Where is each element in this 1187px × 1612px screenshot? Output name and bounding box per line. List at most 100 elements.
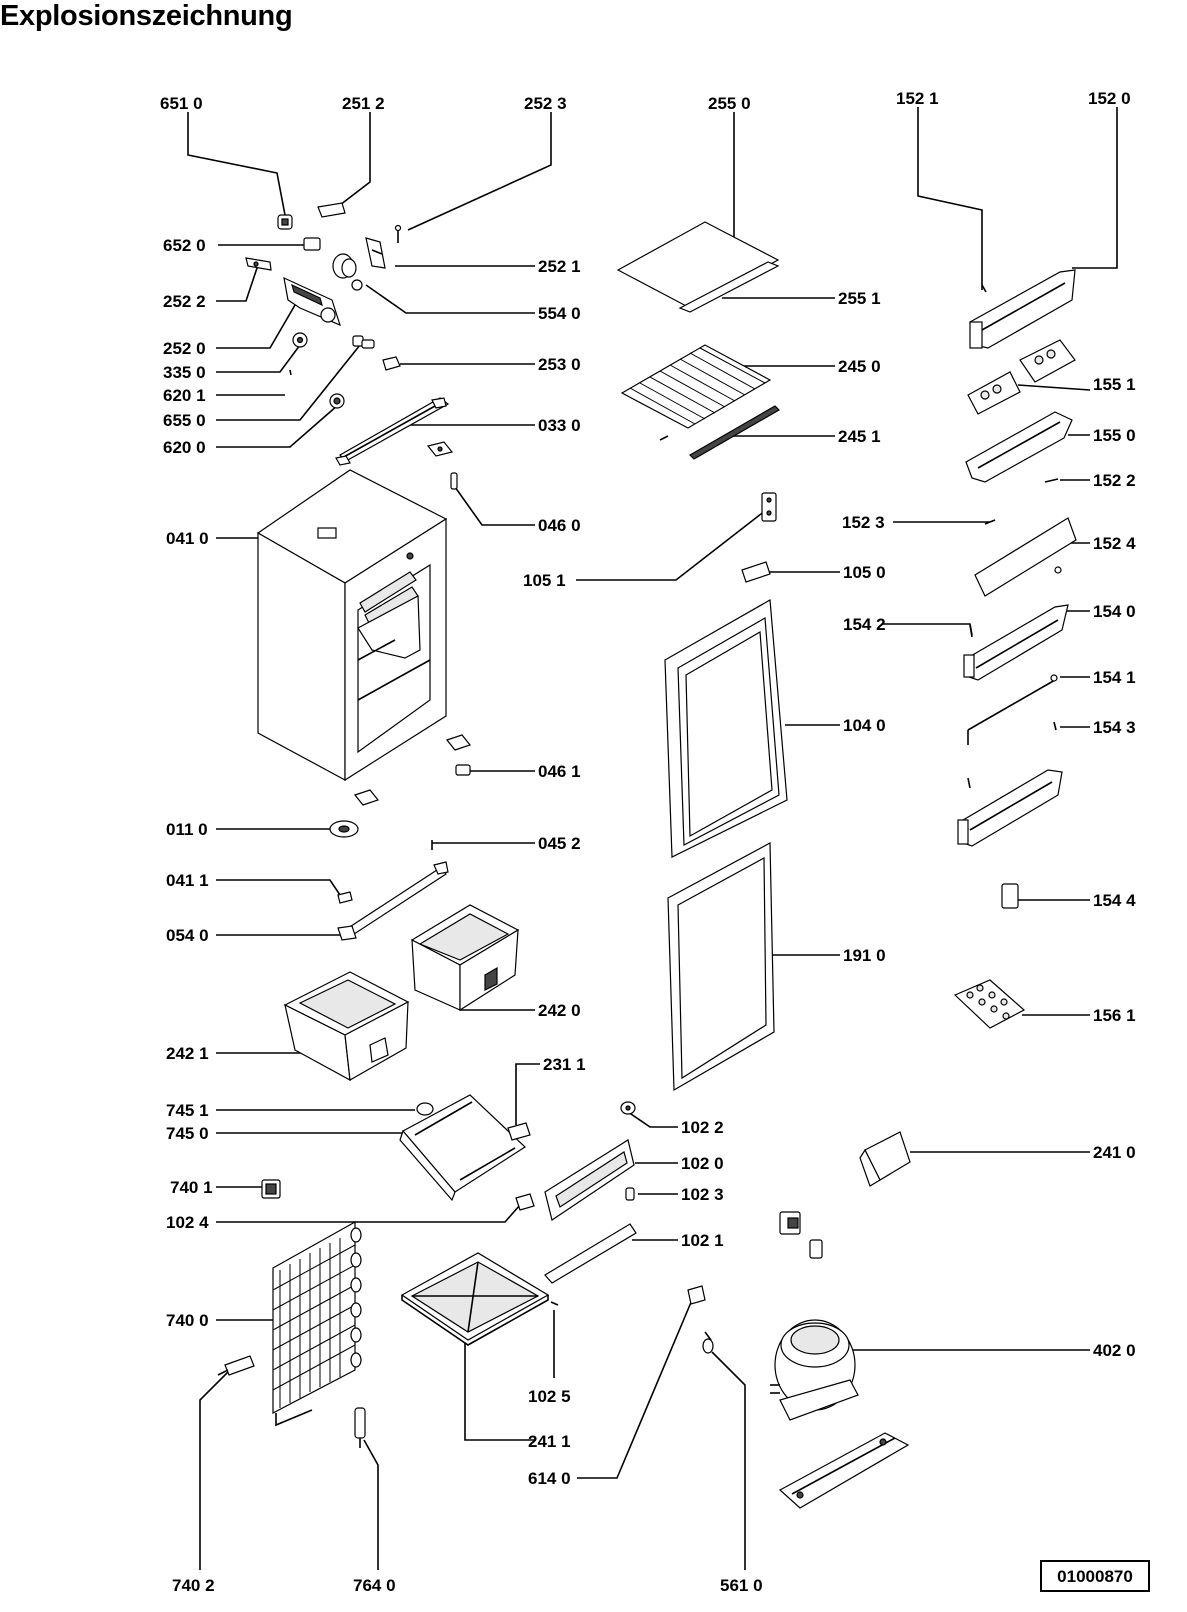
part-554-0-lampholder <box>332 253 363 291</box>
part-252-3-screw <box>394 224 402 243</box>
part-402-0-compressor <box>770 1319 859 1421</box>
label-152-1: 152 1 <box>896 89 939 108</box>
leader-6510 <box>187 112 286 216</box>
part-745-0-tray <box>399 1094 526 1202</box>
part-561-0-spring <box>702 1331 714 1354</box>
leader-0460 <box>454 486 535 526</box>
part-335-0-knob <box>292 332 308 348</box>
label-255-1: 255 1 <box>838 289 881 308</box>
label-045-2: 045 2 <box>538 834 581 853</box>
part-152-1-clip <box>981 284 987 293</box>
leader-6550 <box>216 344 361 421</box>
label-402-0: 402 0 <box>1093 1341 1136 1360</box>
leader-5610 <box>711 1351 746 1570</box>
part-651-0-knob <box>277 214 293 230</box>
label-152-0: 152 0 <box>1088 89 1131 108</box>
part-191-0-gasket <box>667 842 775 1092</box>
leader-7402 <box>199 1371 229 1570</box>
label-102-4: 102 4 <box>166 1213 209 1232</box>
part-253-0-lamp <box>382 356 401 371</box>
label-154-3: 154 3 <box>1093 718 1136 737</box>
leader-2311 <box>515 1063 540 1125</box>
label-252-3: 252 3 <box>524 94 567 113</box>
label-620-1: 620 1 <box>163 386 206 405</box>
part-bin-lower <box>957 769 1063 847</box>
parts <box>217 202 1077 1509</box>
label-253-0: 253 0 <box>538 355 581 374</box>
label-620-0: 620 0 <box>163 438 206 457</box>
part-152-0-bottle-bin <box>969 269 1076 349</box>
part-241-0-cup <box>859 1131 911 1187</box>
part-041-1-clip <box>337 891 353 904</box>
part-745-1-clip <box>416 1102 434 1116</box>
label-011-0: 011 0 <box>166 820 208 839</box>
label-745-1: 745 1 <box>166 1101 209 1120</box>
label-102-0: 102 0 <box>681 1154 724 1173</box>
label-102-1: 102 1 <box>681 1231 724 1250</box>
part-231-1-bracket <box>507 1122 531 1141</box>
part-154-2-pin <box>969 624 973 638</box>
part-255-0-glass-shelf <box>616 221 780 309</box>
label-041-0: 041 0 <box>166 529 209 548</box>
label-614-0: 614 0 <box>528 1469 571 1488</box>
leader-0411 <box>216 879 341 896</box>
label-255-0: 255 0 <box>708 94 751 113</box>
part-102-2-clip <box>620 1101 636 1115</box>
part-hinge-bottom <box>353 789 380 806</box>
leader-1520 <box>1072 107 1118 269</box>
label-155-0: 155 0 <box>1093 426 1136 445</box>
leader-1051 <box>576 509 767 581</box>
label-105-0: 105 0 <box>843 563 886 582</box>
part-156-1-ice-tray <box>953 979 1026 1029</box>
part-241-1-driptray <box>400 1252 550 1346</box>
leader-2520 <box>216 304 296 349</box>
leader-1521 <box>917 107 983 290</box>
leader-1551 <box>1017 384 1091 391</box>
part-labels: 651 0 251 2 252 3 255 0 152 1 152 0 652 … <box>160 89 1136 1595</box>
document-number-box <box>1040 1560 1150 1592</box>
leader-1542 <box>882 623 973 636</box>
part-245-1-shelf-trim <box>689 405 780 460</box>
part-102-1-trim <box>544 1223 637 1284</box>
page-title: Explosionszeichnung <box>0 0 293 32</box>
part-620-0-nut <box>329 393 345 409</box>
label-561-0: 561 0 <box>720 1576 763 1595</box>
label-245-0: 245 0 <box>838 357 881 376</box>
label-191-0: 191 0 <box>843 946 886 965</box>
part-252-2-plate <box>245 257 272 271</box>
part-740-1-clamp <box>261 1179 281 1199</box>
leader-3350 <box>216 344 301 373</box>
label-655-0: 655 0 <box>163 411 206 430</box>
part-245-0-wire-shelf <box>620 344 772 441</box>
label-764-0: 764 0 <box>353 1576 396 1595</box>
leader-2411 <box>464 1343 535 1441</box>
label-242-0: 242 0 <box>538 1001 581 1020</box>
label-651-0: 651 0 <box>160 94 203 113</box>
leader-5540 <box>365 284 535 314</box>
label-152-3: 152 3 <box>842 513 885 532</box>
part-compressor-base <box>778 1432 910 1509</box>
label-105-1: 105 1 <box>523 571 566 590</box>
part-764-0-tube <box>354 1407 366 1448</box>
part-252-0-housing <box>283 276 341 327</box>
label-241-1: 241 1 <box>528 1432 571 1451</box>
leader-1024 <box>216 1204 521 1223</box>
part-102-4-clip <box>515 1193 535 1211</box>
label-154-4: 154 4 <box>1093 891 1136 910</box>
part-155-0-bin <box>965 411 1073 483</box>
leader-2512 <box>339 112 371 206</box>
label-102-5: 102 5 <box>528 1387 571 1406</box>
part-102-0-cover <box>544 1139 635 1221</box>
label-102-3: 102 3 <box>681 1185 724 1204</box>
part-104-0-door <box>664 599 788 858</box>
label-156-1: 156 1 <box>1093 1006 1136 1025</box>
part-242-1-crisper <box>283 971 410 1082</box>
leader-2522 <box>216 264 259 302</box>
part-102-5-pin <box>550 1301 559 1306</box>
label-252-1: 252 1 <box>538 257 581 276</box>
label-154-0: 154 0 <box>1093 602 1136 621</box>
part-655-0-sensor <box>352 335 375 349</box>
part-046-0-pin <box>450 472 458 490</box>
part-252-1-bracket <box>365 237 386 269</box>
